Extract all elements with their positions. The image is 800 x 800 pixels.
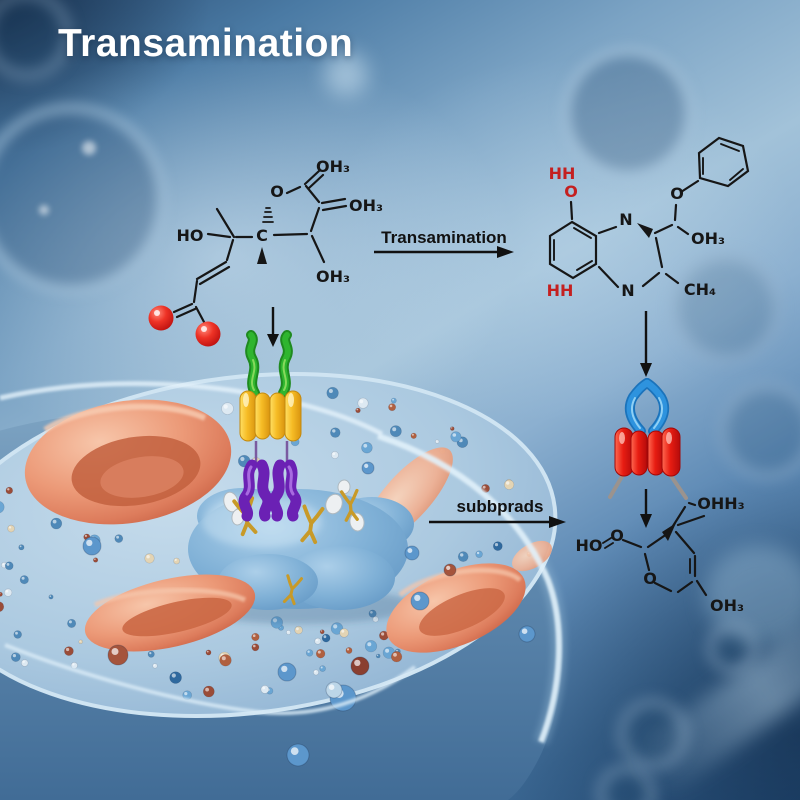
cell-membrane-edge <box>377 433 562 744</box>
phenyl-inner-bonds <box>702 143 744 181</box>
oxygen-sphere <box>148 305 174 331</box>
surface-droplets <box>82 461 536 767</box>
product-bonds <box>569 179 700 289</box>
atom-label: O <box>610 526 624 545</box>
receptor-domain-yellow <box>239 390 302 442</box>
atom-label: OH₃ <box>316 157 350 176</box>
atom-label: OH₃ <box>316 267 350 286</box>
right-arrow-icon <box>549 516 566 528</box>
protein-leg <box>667 471 688 500</box>
protein-domain-red <box>614 427 681 477</box>
substrate-bonds <box>192 184 326 324</box>
atom-label: OH₃ <box>349 196 383 215</box>
protein-chain-highlight <box>653 397 664 429</box>
sphere-highlight <box>201 326 207 332</box>
down-arrow-icon <box>267 334 279 347</box>
receptor-chain-highlight <box>251 359 256 391</box>
down-arrow-protein <box>640 489 652 528</box>
product-molecule: HH O N O OH₃ CH₄ N HH <box>547 136 750 300</box>
benzene-inner-bonds <box>553 227 593 271</box>
final-bold-wedge <box>662 523 676 541</box>
receptor-chain-highlight <box>282 359 287 391</box>
protein-leg <box>608 471 626 499</box>
right-arrow-icon <box>497 246 514 258</box>
protein-chain-blue-core <box>643 379 668 435</box>
product-bold-wedge <box>637 223 653 238</box>
atom-label: O <box>270 182 284 201</box>
atom-label: OH₃ <box>691 229 725 248</box>
atom-label: N <box>619 210 632 229</box>
down-arrow-icon <box>640 363 652 377</box>
atom-label: C <box>256 226 268 245</box>
atom-label: HO <box>177 226 204 245</box>
cell-rim-highlight <box>4 643 417 716</box>
atom-label: OH₃ <box>710 596 744 615</box>
organelle-large <box>24 399 232 525</box>
sphere-highlight <box>154 310 160 316</box>
atom-label: N <box>621 281 634 300</box>
organelle-bean-right <box>386 563 526 653</box>
down-arrow-icon <box>640 514 652 528</box>
arrow-label: Transamination <box>381 228 507 247</box>
substrate-hash-wedge <box>262 207 274 223</box>
benzene-ring <box>548 220 598 280</box>
atom-label: O <box>643 569 657 588</box>
oxygen-sphere <box>195 321 221 347</box>
receptor-domain-purple <box>238 459 302 522</box>
signal-protein <box>608 378 688 500</box>
atom-label-red: HH <box>547 281 574 300</box>
protein-chain-highlight <box>630 397 641 429</box>
atom-label: CH₄ <box>684 280 716 299</box>
down-arrow-product <box>640 311 652 377</box>
phenyl-ring <box>697 136 750 188</box>
atom-label-red: HH <box>549 164 576 183</box>
substrate-double-bonds <box>172 169 348 319</box>
substrate-molecule: OH₃ O OH₃ HO C OH₃ <box>148 157 383 347</box>
organelle-bean-left <box>84 574 256 652</box>
atom-label: OHH₃ <box>697 494 744 513</box>
substrate-bold-wedge <box>257 247 267 264</box>
final-double-bonds <box>602 537 691 574</box>
atom-label: HO <box>576 536 603 555</box>
down-arrow-substrate <box>267 307 279 347</box>
page-title: Transamination <box>58 22 354 65</box>
arrow-label: subbprads <box>457 497 544 516</box>
final-molecule: HO O OHH₃ O OH₃ <box>576 494 745 615</box>
atom-label: O <box>670 184 684 203</box>
receptor-protein <box>238 330 302 522</box>
transamination-arrow: Transamination <box>374 228 514 258</box>
final-bonds <box>621 501 708 597</box>
atom-label-red: O <box>564 182 578 201</box>
cell-cutaway <box>0 371 566 800</box>
protein-chain-blue-core <box>626 379 651 435</box>
substrates-arrow: subbprads <box>429 497 566 528</box>
